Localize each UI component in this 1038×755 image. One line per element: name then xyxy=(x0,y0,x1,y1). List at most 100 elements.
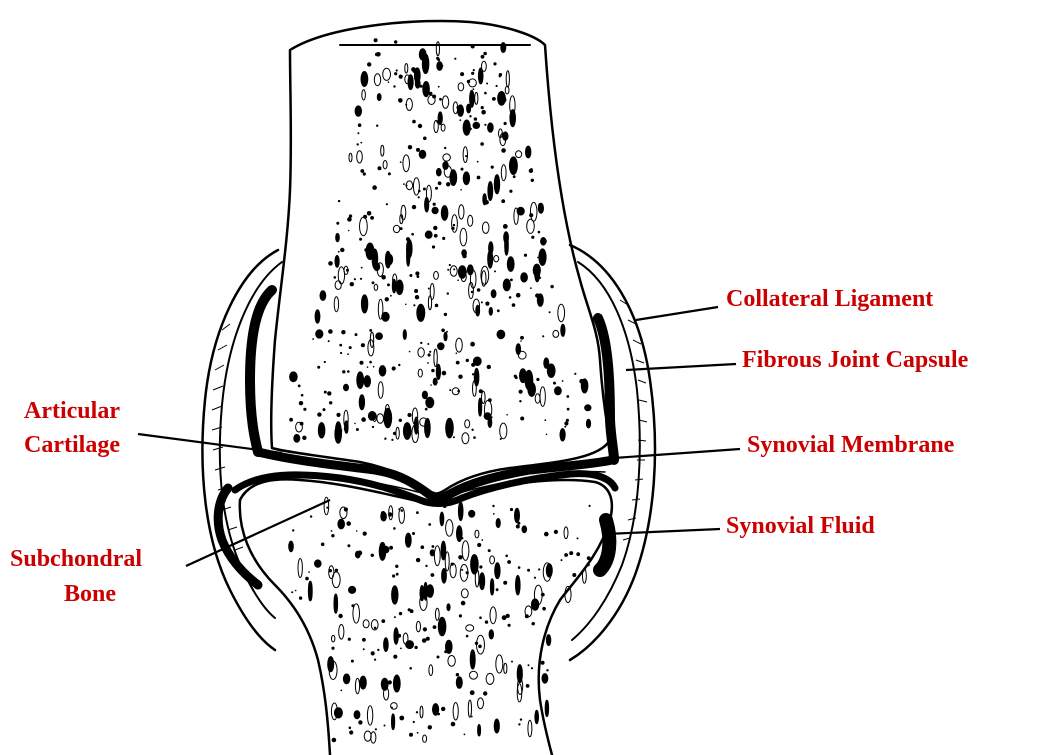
trabecula-mark xyxy=(355,333,358,336)
trabecula-mark xyxy=(529,213,533,217)
trabecula-mark xyxy=(423,627,427,631)
trabecula-mark xyxy=(327,391,331,395)
trabecula-mark xyxy=(349,586,356,593)
trabecula-mark xyxy=(509,296,512,299)
trabecula-mark xyxy=(468,700,471,717)
trabecula-mark xyxy=(438,181,442,185)
trabecula-mark xyxy=(405,533,411,547)
trabecula-mark xyxy=(348,638,351,641)
trabecula-mark xyxy=(530,168,532,170)
trabecula-mark xyxy=(394,72,397,75)
trabecula-mark xyxy=(421,545,425,549)
lower-bone xyxy=(240,479,612,755)
trabecula-mark xyxy=(356,530,358,532)
trabecula-mark xyxy=(335,425,342,444)
trabecula-mark xyxy=(392,586,398,604)
trabecula-mark xyxy=(560,429,565,441)
trabecula-mark xyxy=(576,552,580,556)
trabecula-mark xyxy=(296,422,303,432)
trabecula-mark xyxy=(521,273,528,282)
trabecula-mark xyxy=(428,523,431,526)
trabecula-mark xyxy=(562,380,564,382)
trabecula-mark xyxy=(500,423,507,439)
label-subchondral-bone-line1: Subchondral xyxy=(10,546,142,572)
trabecula-mark xyxy=(342,370,345,373)
trabecula-mark xyxy=(349,730,353,734)
trabecula-mark xyxy=(378,382,383,399)
trabecula-mark xyxy=(387,283,390,286)
trabecula-mark xyxy=(348,230,350,232)
trabecula-mark xyxy=(485,620,488,623)
trabecula-mark xyxy=(401,205,406,220)
trabecula-mark xyxy=(501,43,506,53)
trabecula-mark xyxy=(451,563,454,566)
trabecula-mark xyxy=(486,83,488,85)
trabecula-mark xyxy=(409,274,412,277)
trabecula-mark xyxy=(360,217,368,236)
trabecula-mark xyxy=(324,361,326,363)
trabecula-mark xyxy=(491,584,494,587)
trabecula-mark xyxy=(460,72,464,76)
trabecula-mark xyxy=(360,361,364,365)
trabecula-mark xyxy=(438,86,440,88)
trabecula-mark xyxy=(399,75,403,79)
trabecula-mark xyxy=(577,537,579,539)
trabecula-mark xyxy=(343,674,349,684)
trabecula-mark xyxy=(396,427,399,439)
trabecula-mark xyxy=(328,261,333,266)
trabecula-mark xyxy=(340,507,347,519)
trabecula-mark xyxy=(321,543,325,547)
trabecula-mark xyxy=(459,614,462,617)
trabecula-mark xyxy=(478,645,482,649)
trabecula-mark xyxy=(510,508,513,511)
trabecula-mark xyxy=(520,369,527,383)
trabecula-mark xyxy=(478,68,483,84)
trabecula-mark xyxy=(443,162,448,170)
trabecula-mark xyxy=(336,413,340,417)
trabecula-mark xyxy=(434,234,438,238)
trabecula-mark xyxy=(418,369,422,377)
trabecula-mark xyxy=(335,601,338,604)
trabecula-mark xyxy=(539,249,546,266)
trabecula-mark xyxy=(423,137,427,141)
trabecula-mark xyxy=(355,106,361,116)
trabecula-mark xyxy=(420,706,423,718)
trabecula-mark xyxy=(372,185,377,190)
trabecula-mark xyxy=(471,44,475,48)
trabecula-mark xyxy=(481,539,483,541)
trabecula-mark xyxy=(540,387,545,407)
trabecula-mark xyxy=(481,106,484,109)
trabecula-mark xyxy=(527,219,535,233)
trabecula-mark xyxy=(526,146,531,158)
label-articular-cartilage-line2: Cartilage xyxy=(24,432,120,458)
trabecula-mark xyxy=(522,526,527,533)
trabecula-mark xyxy=(440,512,444,526)
trabecula-mark xyxy=(452,215,458,233)
trabecula-mark xyxy=(513,175,516,178)
trabecula-mark xyxy=(444,332,447,341)
trabecula-mark xyxy=(436,168,441,176)
trabecula-mark xyxy=(481,110,486,115)
trabecula-mark xyxy=(433,704,439,716)
trabecula-mark xyxy=(458,502,463,521)
trabecula-mark xyxy=(315,560,322,567)
trabecula-mark xyxy=(425,565,427,567)
trabecula-mark xyxy=(457,526,463,542)
trabecula-mark xyxy=(428,95,435,104)
trabecula-mark xyxy=(383,68,391,80)
trabecula-mark xyxy=(564,527,568,539)
trabecula-mark xyxy=(398,364,400,366)
trabecula-mark xyxy=(488,182,493,201)
trabecula-mark xyxy=(435,304,439,308)
trabecula-mark xyxy=(492,505,494,507)
trabecula-mark xyxy=(403,423,411,440)
trabecula-mark xyxy=(505,235,509,255)
trabecula-mark xyxy=(359,238,362,241)
trabecula-mark xyxy=(406,237,410,241)
trabecula-mark xyxy=(426,397,434,408)
trabecula-mark xyxy=(349,727,352,730)
trabecula-mark xyxy=(364,731,371,741)
label-collateral-ligament: Collateral Ligament xyxy=(726,286,933,312)
trabecula-mark xyxy=(413,304,415,306)
trabecula-mark xyxy=(408,75,413,90)
